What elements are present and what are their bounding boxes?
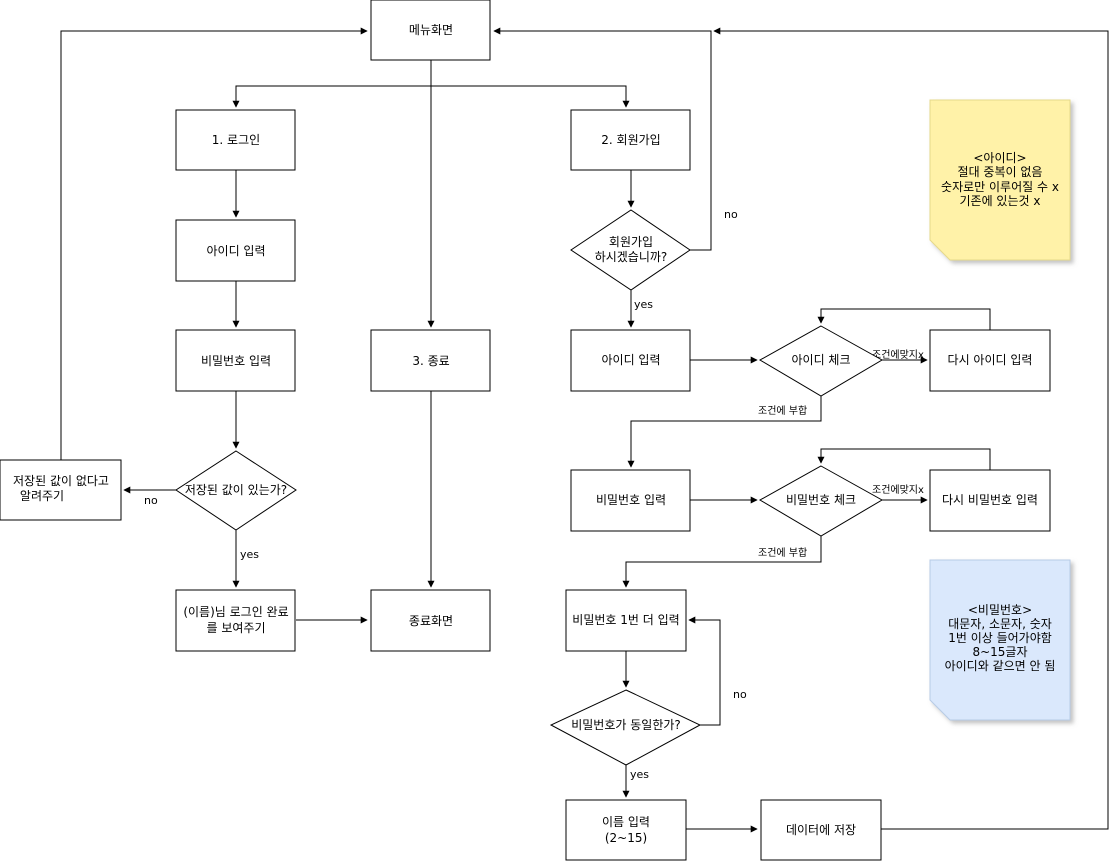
label-stored-check: 저장된 값이 있는가? — [185, 483, 287, 497]
note-id-rules — [929, 99, 1071, 261]
label-signup-confirm-2: 하시겠습니까? — [595, 250, 668, 264]
node-retry-id — [929, 329, 1051, 392]
note-id-line-0: <아이디> — [973, 151, 1026, 165]
label-done-2: 를 보여주기 — [206, 621, 265, 635]
node-retry-pw — [929, 469, 1051, 532]
node-login-id — [175, 219, 296, 282]
label-yes-signup: yes — [634, 298, 653, 311]
label-retry-id: 다시 아이디 입력 — [948, 353, 1033, 367]
note-pw-line-1: 대문자, 소문자, 숫자 — [948, 617, 1052, 631]
node-login — [175, 109, 296, 171]
node-exit — [370, 329, 491, 392]
label-pw-confirm: 비밀번호 1번 더 입력 — [572, 613, 679, 627]
node-menu — [370, 0, 491, 61]
label-signup-id: 아이디 입력 — [601, 353, 660, 367]
node-signup-id — [570, 329, 691, 392]
label-no-value-2: 알려주기 — [20, 489, 64, 503]
label-no-value-1: 저장된 값이 없다고 — [13, 474, 109, 488]
edge-save-menu — [713, 27, 1109, 830]
label-save: 데이터에 저장 — [786, 823, 856, 837]
node-exit-screen — [370, 589, 491, 652]
node-id-check — [758, 325, 884, 397]
node-name — [565, 799, 687, 861]
node-save — [760, 799, 882, 861]
label-no-signup: no — [724, 208, 738, 221]
label-menu: 메뉴화면 — [409, 23, 453, 37]
label-name-1: 이름 입력 — [602, 815, 650, 829]
label-signup: 2. 회원가입 — [601, 133, 660, 147]
label-login: 1. 로그인 — [212, 133, 260, 147]
note-id-line-3: 기존에 있는것 x — [960, 194, 1041, 208]
note-id-line-2: 숫자로만 이루어질 수 x — [941, 180, 1059, 194]
edge-labels: no yes no yes 조건에맞지x 조건에 부합 조건에맞지x 조건에 부… — [144, 208, 924, 781]
edge-retryid-loop — [817, 308, 991, 330]
note-pw-line-4: 아이디와 같으면 안 됨 — [945, 659, 1056, 673]
node-login-pw — [175, 329, 296, 392]
label-done-1: (이름)님 로그인 완료 — [183, 605, 288, 619]
label-login-id: 아이디 입력 — [206, 244, 265, 258]
label-id-check: 아이디 체크 — [791, 353, 850, 367]
edge-novalue-menu — [60, 27, 368, 460]
note-pw-line-2: 1번 이상 들어가야함 — [948, 631, 1052, 645]
node-pw-check — [758, 465, 884, 537]
label-pw-same: 비밀번호가 동일한가? — [571, 718, 681, 732]
label-id-fail: 조건에맞지x — [872, 349, 924, 361]
edge-retrypw-loop — [817, 448, 991, 470]
node-login-done — [175, 589, 296, 652]
node-no-value — [0, 459, 122, 521]
node-pw-same — [549, 689, 702, 766]
label-pw-fail: 조건에맞지x — [872, 484, 924, 496]
label-retry-pw: 다시 비밀번호 입력 — [942, 493, 1038, 507]
notes — [929, 99, 1071, 721]
note-id-line-1: 절대 중복이 없음 — [958, 165, 1043, 179]
edge-pwcheck-ok — [622, 536, 822, 588]
edge-idcheck-ok — [627, 396, 822, 468]
label-name-2: (2~15) — [605, 831, 647, 845]
label-yes-stored: yes — [240, 548, 259, 561]
label-pw-check: 비밀번호 체크 — [786, 493, 856, 507]
note-pw-rules — [929, 559, 1071, 721]
edges — [60, 27, 1109, 833]
node-stored-check — [175, 450, 297, 531]
label-signup-confirm-1: 회원가입 — [609, 235, 653, 249]
node-pw-confirm — [565, 589, 687, 652]
node-signup-confirm — [570, 209, 691, 291]
label-exit: 3. 종료 — [412, 354, 449, 368]
node-signup-pw — [570, 469, 691, 532]
label-yes-same: yes — [630, 768, 649, 781]
note-pw-line-0: <비밀번호> — [968, 603, 1032, 617]
node-signup — [570, 109, 691, 171]
note-pw-line-3: 8~15글자 — [972, 645, 1027, 659]
label-no-stored: no — [144, 494, 158, 507]
edge-confirm-no — [493, 27, 712, 251]
node-labels: 메뉴화면 1. 로그인 2. 회원가입 아이디 입력 비밀번호 입력 3. 종료… — [13, 23, 1059, 845]
label-signup-pw: 비밀번호 입력 — [596, 493, 666, 507]
label-id-ok: 조건에 부합 — [758, 405, 807, 417]
label-exit-screen: 종료화면 — [409, 614, 453, 628]
edge-same-no — [688, 616, 721, 726]
label-pw-ok: 조건에 부합 — [758, 547, 807, 559]
label-no-same: no — [733, 688, 747, 701]
label-login-pw: 비밀번호 입력 — [201, 354, 271, 368]
edge-to-signup — [431, 85, 630, 108]
edge-to-login — [232, 85, 431, 108]
